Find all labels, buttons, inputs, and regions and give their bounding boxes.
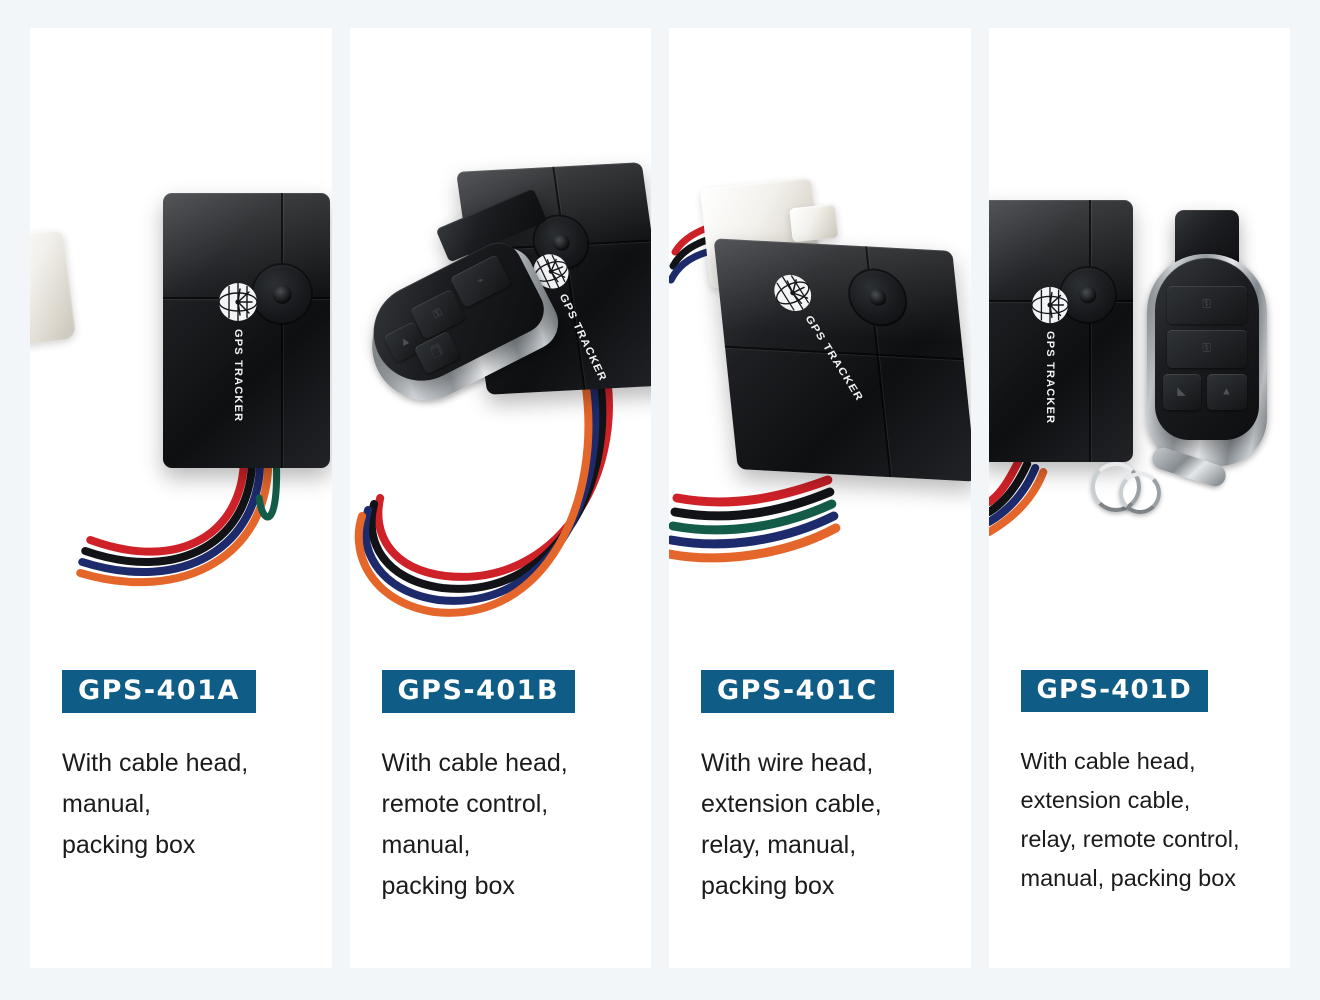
product-photo-c: GPS TRACKER [669,28,971,648]
fob-button-unlock[interactable]: ⚿ [1166,330,1247,368]
keyring-small [1118,472,1161,514]
caption-d: GPS-401D With cable head, extension cabl… [1020,670,1275,898]
panel-row: GPS TRACKER GPS-401A With cable head, ma… [30,28,1290,968]
product-panel-gps-401c[interactable]: GPS TRACKER GPS-401C With wire head, ext… [669,28,971,968]
product-panel-gps-401d[interactable]: GPS TRACKER ⚿ ⚿ ◣ ▲ [988,28,1291,968]
description-gps-401d: With cable head, extension cable, relay,… [1020,748,1240,891]
model-badge-gps-401c: GPS-401C [701,670,894,713]
description-gps-401a: With cable head, manual, packing box [62,749,249,859]
remote-key-fob-d: ⚿ ⚿ ◣ ▲ [1090,210,1289,530]
fob-button-panic[interactable]: ▲ [1206,374,1247,410]
gps-tracker-logo-d: GPS TRACKER [1029,284,1071,424]
globe-icon [1030,286,1069,324]
logo-text-d: GPS TRACKER [1043,331,1056,425]
product-panel-gps-401a[interactable]: GPS TRACKER GPS-401A With cable head, ma… [30,28,332,968]
caption-a: GPS-401A With cable head, manual, packin… [62,670,316,866]
caption-c: GPS-401C With wire head, extension cable… [701,670,955,907]
gps-tracker-device-c: GPS TRACKER [713,238,971,482]
product-photo-d: GPS TRACKER ⚿ ⚿ ◣ ▲ [988,28,1291,648]
description-gps-401c: With wire head, extension cable, relay, … [701,749,882,900]
globe-icon [774,274,812,312]
gps-tracker-device-b: GPS TRACKER [455,162,651,395]
gps-tracker-device-a: GPS TRACKER [163,193,330,468]
model-badge-gps-401a: GPS-401A [62,670,256,713]
logo-text-a: GPS TRACKER [232,329,244,423]
fob-button-trunk[interactable]: ◣ [1162,374,1201,410]
caption-b: GPS-401B With cable head, remote control… [381,670,636,907]
gps-tracker-logo-c: GPS TRACKER [763,265,865,403]
globe-icon [533,254,569,289]
model-badge-gps-401b: GPS-401B [381,670,576,713]
gps-tracker-device-d: GPS TRACKER [988,200,1133,462]
product-panel-gps-401b[interactable]: GPS TRACKER ⌁ ⚿ ▲ 🗍 GP [349,28,651,968]
globe-icon [218,283,258,321]
logo-text-c: GPS TRACKER [802,313,866,404]
model-badge-gps-401d: GPS-401D [1020,670,1208,712]
white-wire-head-nose [789,203,839,243]
fob-button-lock[interactable]: ⚿ [1166,286,1247,324]
gps-tracker-logo-a: GPS TRACKER [216,280,260,422]
description-gps-401b: With cable head, remote control, manual,… [381,749,568,900]
white-cable-head-connector [30,228,77,348]
product-photo-a: GPS TRACKER [30,28,332,648]
product-photo-b: GPS TRACKER ⌁ ⚿ ▲ 🗍 [350,28,651,648]
gps-tracker-logo-b: GPS TRACKER [524,246,609,383]
